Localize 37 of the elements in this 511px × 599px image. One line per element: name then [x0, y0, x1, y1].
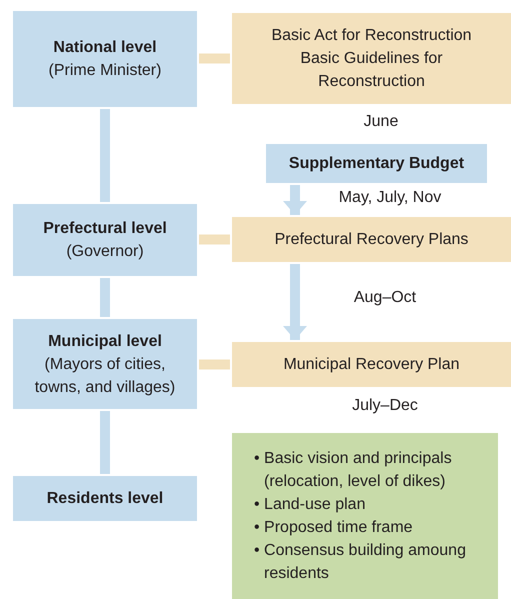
box-text: Municipal Recovery Plan	[283, 355, 460, 375]
level-subtitle: (Mayors of cities, towns, and villages)	[34, 354, 176, 398]
list-item: • Basic vision and principals (relocation, level of dikes)	[254, 449, 453, 492]
plan-box	[232, 13, 511, 104]
arrow	[283, 264, 307, 340]
level-title: Prefectural level	[43, 219, 167, 239]
level-box	[13, 319, 197, 409]
box-text: Supplementary Budget	[288, 154, 464, 174]
period-label: June	[362, 112, 400, 132]
list-item: • Proposed time frame	[254, 518, 413, 538]
level-title: National level	[53, 38, 157, 58]
plan-box	[232, 217, 511, 262]
connector-bar	[199, 360, 230, 370]
connector-bar	[199, 54, 230, 64]
plan-box	[232, 342, 511, 387]
connector-bar	[100, 109, 110, 202]
connector-bar	[199, 234, 230, 244]
budget-box	[266, 144, 487, 183]
level-box	[13, 476, 197, 521]
level-title: Municipal level	[48, 332, 162, 352]
level-subtitle: (Governor)	[66, 242, 144, 262]
box-text: Prefectural Recovery Plans	[274, 230, 468, 250]
box-text: Basic Guidelines for Reconstruction	[299, 49, 444, 92]
period-label: July–Dec	[351, 396, 419, 416]
connector-bar	[100, 411, 110, 474]
box-text: Basic Act for Reconstruction	[271, 26, 472, 46]
arrow	[283, 185, 307, 215]
level-title: Residents level	[46, 489, 164, 509]
list-item: • Consensus building amoung residents	[254, 541, 467, 584]
level-subtitle: (Prime Minister)	[48, 61, 162, 81]
task-list-box	[232, 433, 498, 599]
level-box	[13, 204, 197, 276]
list-item: • Land-use plan	[254, 495, 366, 515]
period-label: Aug–Oct	[352, 288, 418, 308]
period-label: May, July, Nov	[338, 188, 442, 208]
level-box	[13, 11, 197, 107]
connector-bar	[100, 278, 110, 317]
